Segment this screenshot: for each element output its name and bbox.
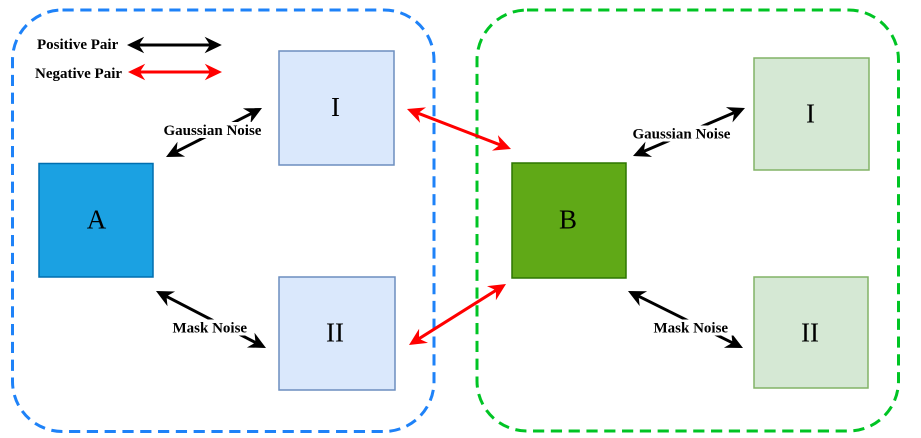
svg-text:Gaussian Noise: Gaussian Noise xyxy=(633,127,731,143)
svg-text:Gaussian Noise: Gaussian Noise xyxy=(164,123,262,139)
svg-text:Positive Pair: Positive Pair xyxy=(37,37,119,53)
svg-text:I: I xyxy=(331,92,340,122)
svg-text:A: A xyxy=(87,205,107,235)
svg-text:Negative Pair: Negative Pair xyxy=(35,66,122,82)
svg-text:Mask Noise: Mask Noise xyxy=(173,321,248,337)
svg-text:Mask Noise: Mask Noise xyxy=(654,321,729,337)
svg-text:II: II xyxy=(326,318,344,348)
svg-text:II: II xyxy=(801,318,819,348)
svg-text:B: B xyxy=(559,205,577,235)
svg-text:I: I xyxy=(806,99,815,129)
